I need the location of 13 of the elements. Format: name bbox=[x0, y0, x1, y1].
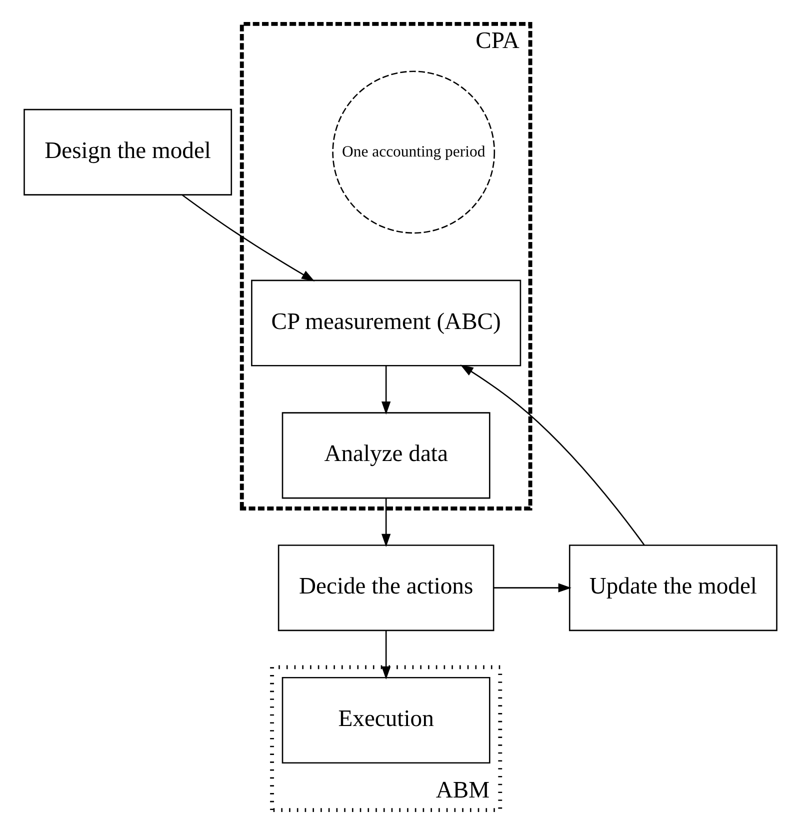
node-circle: One accounting period bbox=[332, 70, 496, 234]
arrow bbox=[381, 366, 391, 415]
node-box: Analyze data bbox=[282, 412, 490, 499]
node-box: Execution bbox=[282, 677, 490, 764]
arrow bbox=[460, 364, 645, 546]
arrow bbox=[182, 194, 315, 282]
node-box: CP measurement (ABC) bbox=[251, 280, 522, 366]
arrow bbox=[494, 583, 572, 592]
node-box: Update the model bbox=[568, 544, 778, 632]
arrow bbox=[381, 630, 391, 680]
arrow bbox=[381, 498, 391, 548]
node-box: Design the model bbox=[24, 108, 232, 196]
node-box: Decide the actions bbox=[278, 544, 494, 632]
